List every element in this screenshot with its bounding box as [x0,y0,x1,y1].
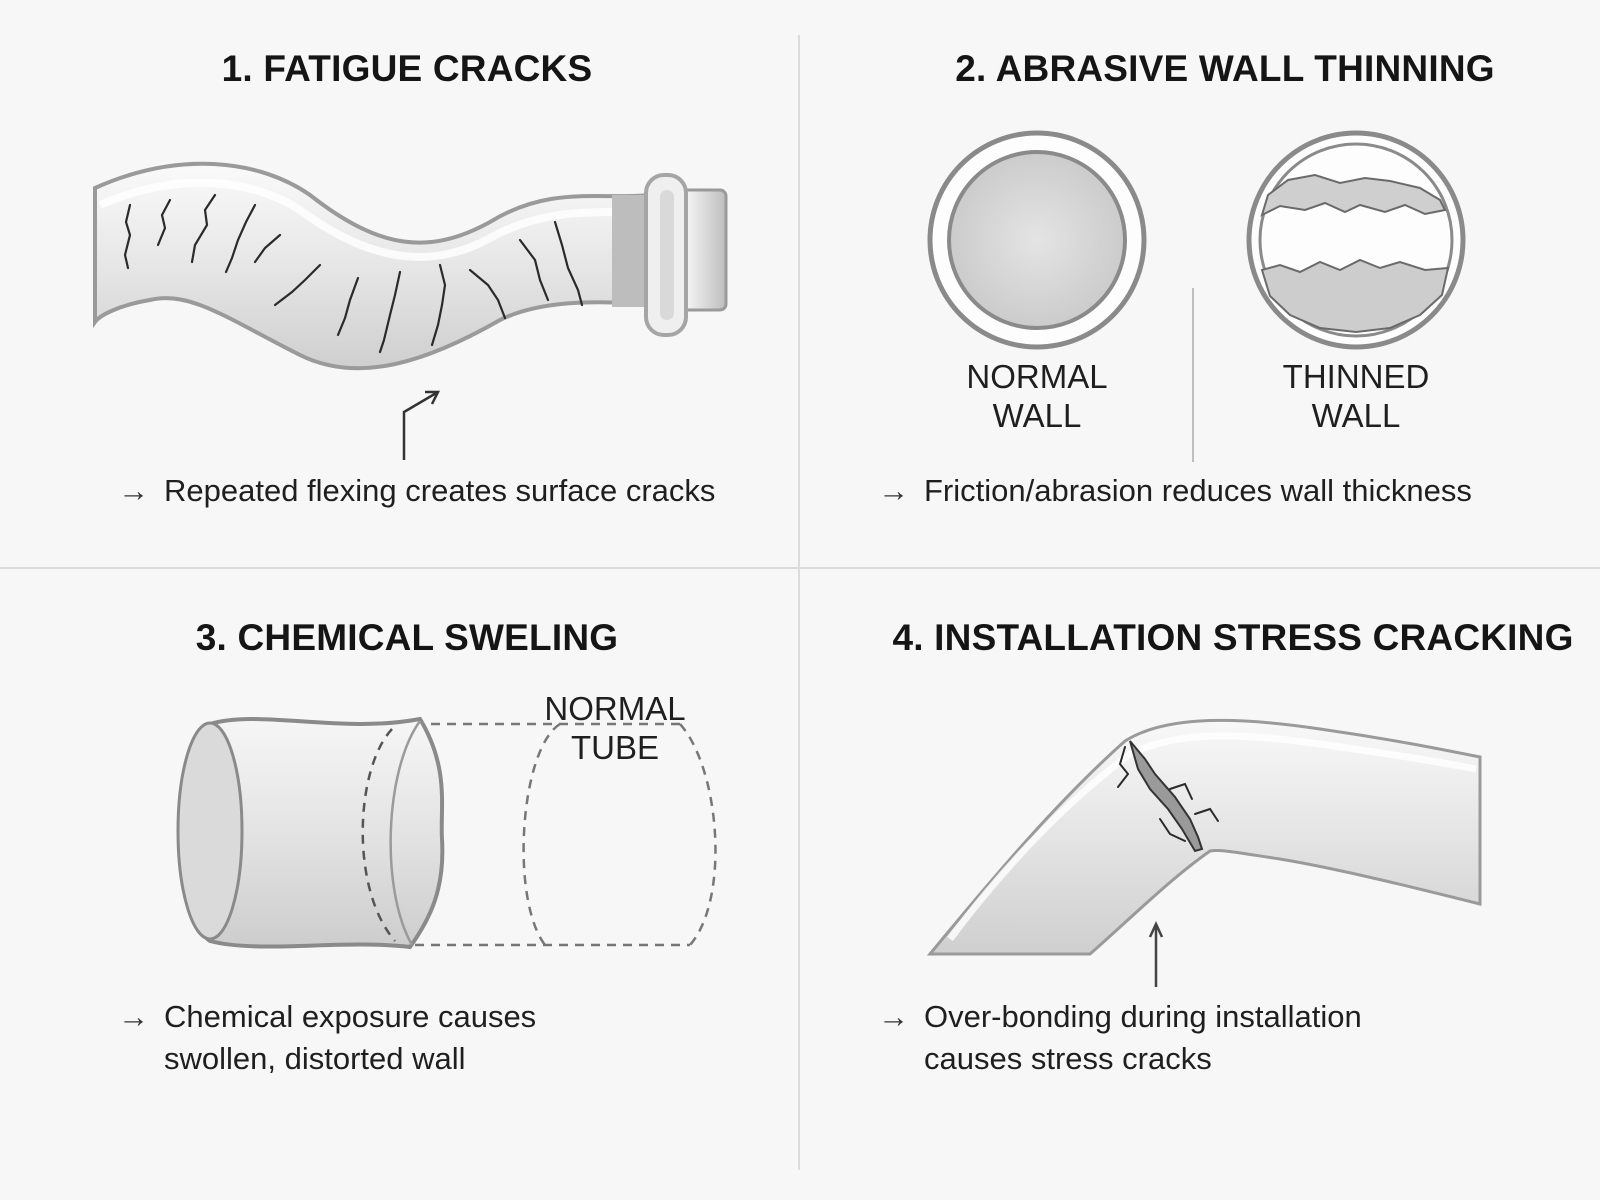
panel-fatigue-cracks: 1. FATIGUE CRACKS [0,0,798,567]
stress-cracking-illustration [926,718,1482,987]
caption-text-line2: causes stress cracks [924,1041,1212,1076]
panel-caption: → Repeated flexing creates surface cracks [118,470,715,512]
label-line: NORMAL [544,690,686,727]
right-arrow-icon: → [118,473,149,508]
right-arrow-icon: → [878,999,909,1034]
wall-thinning-illustration [927,130,1466,462]
stress-crack [1117,740,1219,853]
label-line: THINNED [1282,358,1430,395]
normal-wall-cross-section [927,130,1147,350]
label-line: TUBE [570,729,659,766]
panel-title: 2. ABRASIVE WALL THINNING [955,48,1495,89]
caption-text: Repeated flexing creates surface cracks [164,473,716,508]
panel-abrasive-wall-thinning: 2. ABRASIVE WALL THINNING NORMAL WALL TH… [800,0,1598,567]
normal-wall-label: NORMAL WALL [937,357,1137,435]
normal-tube-outline [415,722,717,947]
horizontal-divider [0,567,1600,569]
caption-text-line2: swollen, distorted wall [164,1041,466,1076]
right-arrow-icon: → [118,999,149,1034]
normal-tube-label: NORMAL TUBE [520,689,710,767]
chemical-swelling-illustration [176,716,717,950]
panel-caption: → Over-bonding during installation causes… [878,996,1362,1080]
panel-title: 4. INSTALLATION STRESS CRACKING [892,617,1574,658]
bent-tube-body [926,718,1482,956]
fatigue-cracks-illustration [93,161,728,460]
thinned-wall-cross-section [1246,130,1466,350]
caption-text: Chemical exposure causes [164,999,537,1034]
label-line: WALL [992,397,1082,434]
panel-caption: → Friction/abrasion reduces wall thicknes… [878,470,1472,512]
caption-text: Friction/abrasion reduces wall thickness [924,473,1472,508]
surface-cracks [123,193,584,354]
right-arrow-icon: → [878,473,909,508]
label-line: WALL [1311,397,1401,434]
panel-title: 3. CHEMICAL SWELING [195,617,619,658]
caption-text: Over-bonding during installation [924,999,1362,1034]
pointer-arrow-icon [1148,921,1164,987]
vertical-divider [798,35,800,1170]
thinned-wall-label: THINNED WALL [1251,357,1461,435]
panel-chemical-swelling: 3. CHEMICAL SWELING NORMAL TUBE → Chemica… [0,569,798,1200]
panel-title: 1. FATIGUE CRACKS [221,48,593,89]
tube-opening [176,721,244,941]
panel-caption: → Chemical exposure causes swollen, disto… [118,996,536,1080]
pointer-arrow-icon [402,390,441,460]
panel-installation-stress-cracking: 4. INSTALLATION STRESS CRACKING [800,569,1598,1200]
label-line: NORMAL [966,358,1108,395]
